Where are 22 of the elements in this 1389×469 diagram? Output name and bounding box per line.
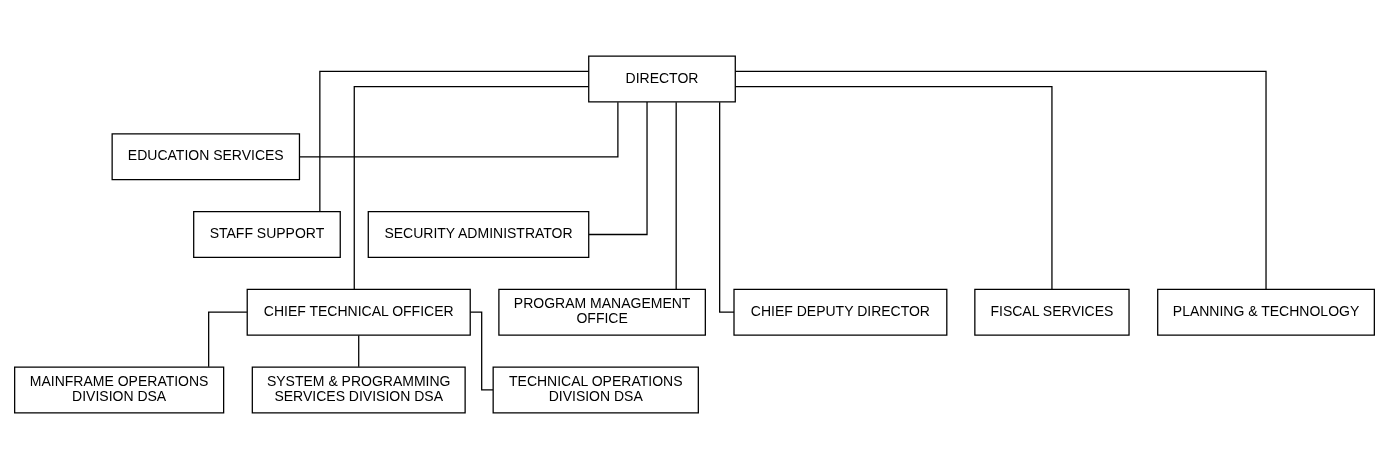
node-box: STAFF SUPPORT	[193, 210, 341, 259]
node-box: SECURITY ADMINISTRATOR	[367, 210, 590, 259]
connector	[734, 70, 1267, 290]
node-box: FISCAL SERVICES	[974, 288, 1130, 336]
connector	[319, 70, 590, 213]
node-box: TECHNICAL OPERATIONS DIVISION DSA	[492, 366, 699, 414]
node-box: DIRECTOR	[588, 55, 736, 103]
node-box: EDUCATION SERVICES	[111, 133, 301, 181]
node-box: MAINFRAME OPERATIONS DIVISION DSA	[14, 366, 225, 414]
connector	[469, 311, 494, 391]
connector	[675, 101, 677, 290]
connector	[353, 86, 590, 290]
node-box: PROGRAM MANAGEMENT OFFICE	[498, 288, 706, 336]
connector	[208, 311, 248, 368]
connector	[734, 86, 1053, 290]
node-box: CHIEF TECHNICAL OFFICER	[246, 288, 471, 336]
node-box: CHIEF DEPUTY DIRECTOR	[733, 288, 948, 336]
node-box: SYSTEM & PROGRAMMING SERVICES DIVISION DSA	[251, 366, 466, 414]
connector	[358, 334, 360, 368]
connector	[588, 101, 648, 236]
node-box: PLANNING & TECHNOLOGY	[1157, 288, 1375, 336]
connector	[299, 101, 619, 158]
